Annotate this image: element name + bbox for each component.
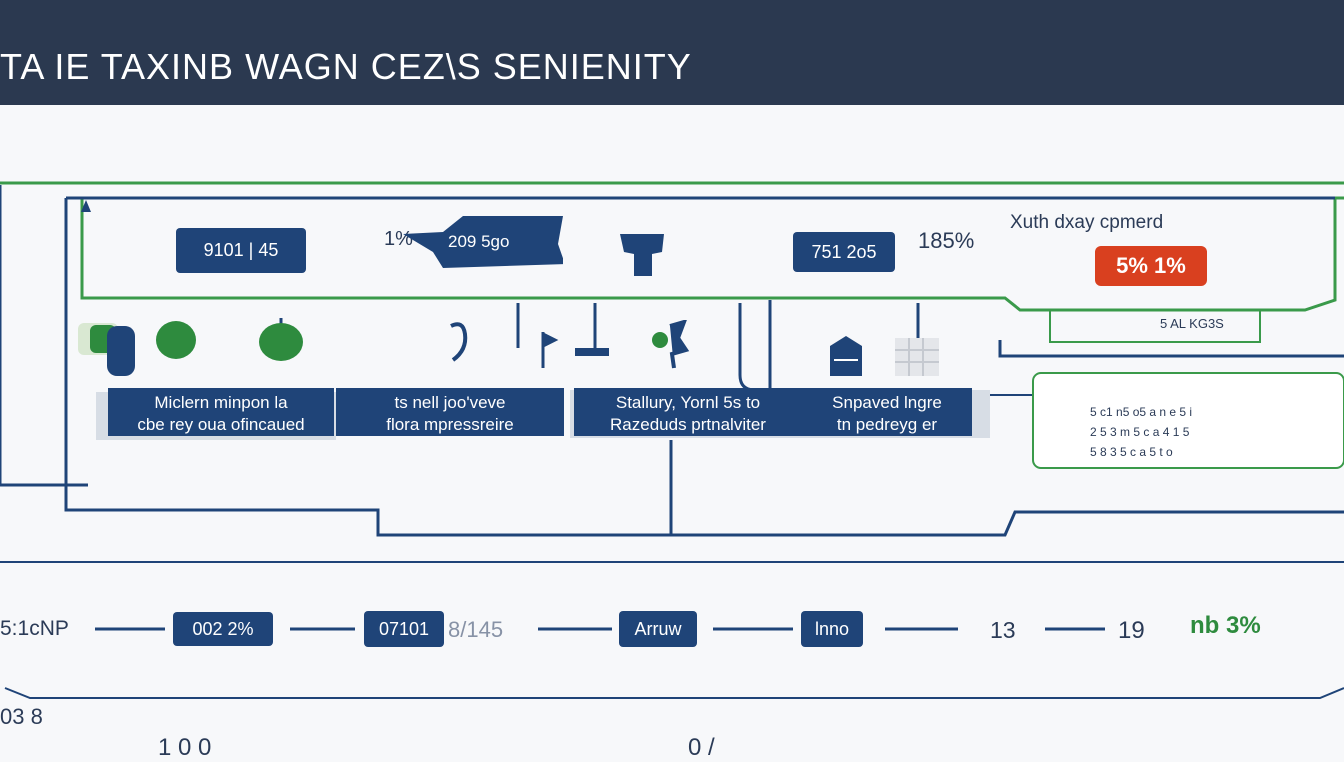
bottom-left-label: 5:1cNP (0, 617, 69, 640)
header-bar: TA IE TAXINB WAGN CEZ\S SENIENITY (0, 0, 1344, 105)
band-2: ts nell joo'veve flora mpressreire (336, 388, 564, 436)
red-badge: 5% 1% (1095, 246, 1207, 286)
side-card-outline (1032, 372, 1344, 469)
arrow-tag-shape (403, 216, 563, 268)
box-icon (830, 336, 862, 376)
band-2-line-2: flora mpressreire (386, 415, 514, 434)
navy-frame-bottom (64, 198, 1344, 537)
side-card-row-3: 5 8 3 5 c a 5 t o (1090, 445, 1173, 459)
bottom-pill-4: lnno (801, 611, 863, 647)
band-2-line-1: ts nell joo'veve (394, 393, 506, 412)
band-3-line-2: Razeduds prtnalviter (610, 415, 766, 434)
top-pill-1: 9101 | 45 (176, 228, 306, 273)
band-4-line-2: tn pedreyg er (836, 415, 938, 434)
band-1-line-1: Miclern minpon la (154, 393, 288, 412)
small-caption: 5 AL KG3S (1160, 316, 1224, 331)
band-1: Miclern minpon la cbe rey oua ofincaued (108, 388, 334, 436)
band-4-line-1: Snpaved lngre (832, 393, 942, 412)
top-pill-2: 751 2o5 (793, 232, 895, 272)
bottom-number-1: 13 (990, 617, 1016, 643)
bottom-pill-3: Arruw (619, 611, 697, 647)
band-3-line-1: Stallury, Yornl 5s to (615, 393, 761, 412)
lamp-icon (652, 320, 690, 369)
page-title: TA IE TAXINB WAGN CEZ\S SENIENITY (0, 46, 692, 87)
separator-2 (4, 687, 1344, 699)
navy-bottle-icon (107, 326, 135, 376)
navy-frame-outline (0, 185, 88, 487)
green-circle-icon-1 (156, 321, 196, 359)
footer-left-label: 03 8 (0, 704, 43, 729)
top-percent-2: 185% (918, 228, 975, 253)
bottom-green-label: nb 3% (1190, 612, 1261, 639)
bottom-number-2: 19 (1118, 617, 1145, 644)
stand-icon (575, 348, 609, 356)
bottom-label-2: 8/145 (448, 617, 504, 642)
band-4: Snpaved lngre tn pedreyg er (802, 388, 972, 436)
green-circle-icon-2 (259, 318, 303, 361)
side-card-row-2: 2 5 3 m 5 c a 4 1 5 (1090, 425, 1190, 439)
band-3: Stallury, Yornl 5s to Razeduds prtnalvit… (574, 388, 802, 436)
side-card-row-1: 5 c1 n5 o5 a n e 5 i (1090, 405, 1193, 419)
footer-partial-1: 1 0 0 (158, 734, 212, 761)
cup-icon (620, 234, 664, 276)
flag-icon (541, 332, 559, 368)
caption-box-outline (1049, 309, 1261, 343)
top-note: Xuth dxay cpmerd (1010, 212, 1164, 233)
bottom-pill-1: 002 2% (173, 612, 273, 646)
arrow-tag-label: 209 5go (448, 232, 510, 251)
right-connector (998, 340, 1344, 358)
footer-partial-2: 0 / (688, 734, 715, 761)
top-percent-1: 1% (384, 228, 413, 250)
hook-icon (450, 322, 468, 362)
bottom-pill-2: 07101 (364, 611, 444, 647)
band-1-line-2: cbe rey oua ofincaued (137, 415, 305, 434)
connector-3 (738, 300, 772, 392)
up-arrow (81, 200, 91, 212)
grid-icon (895, 338, 939, 376)
